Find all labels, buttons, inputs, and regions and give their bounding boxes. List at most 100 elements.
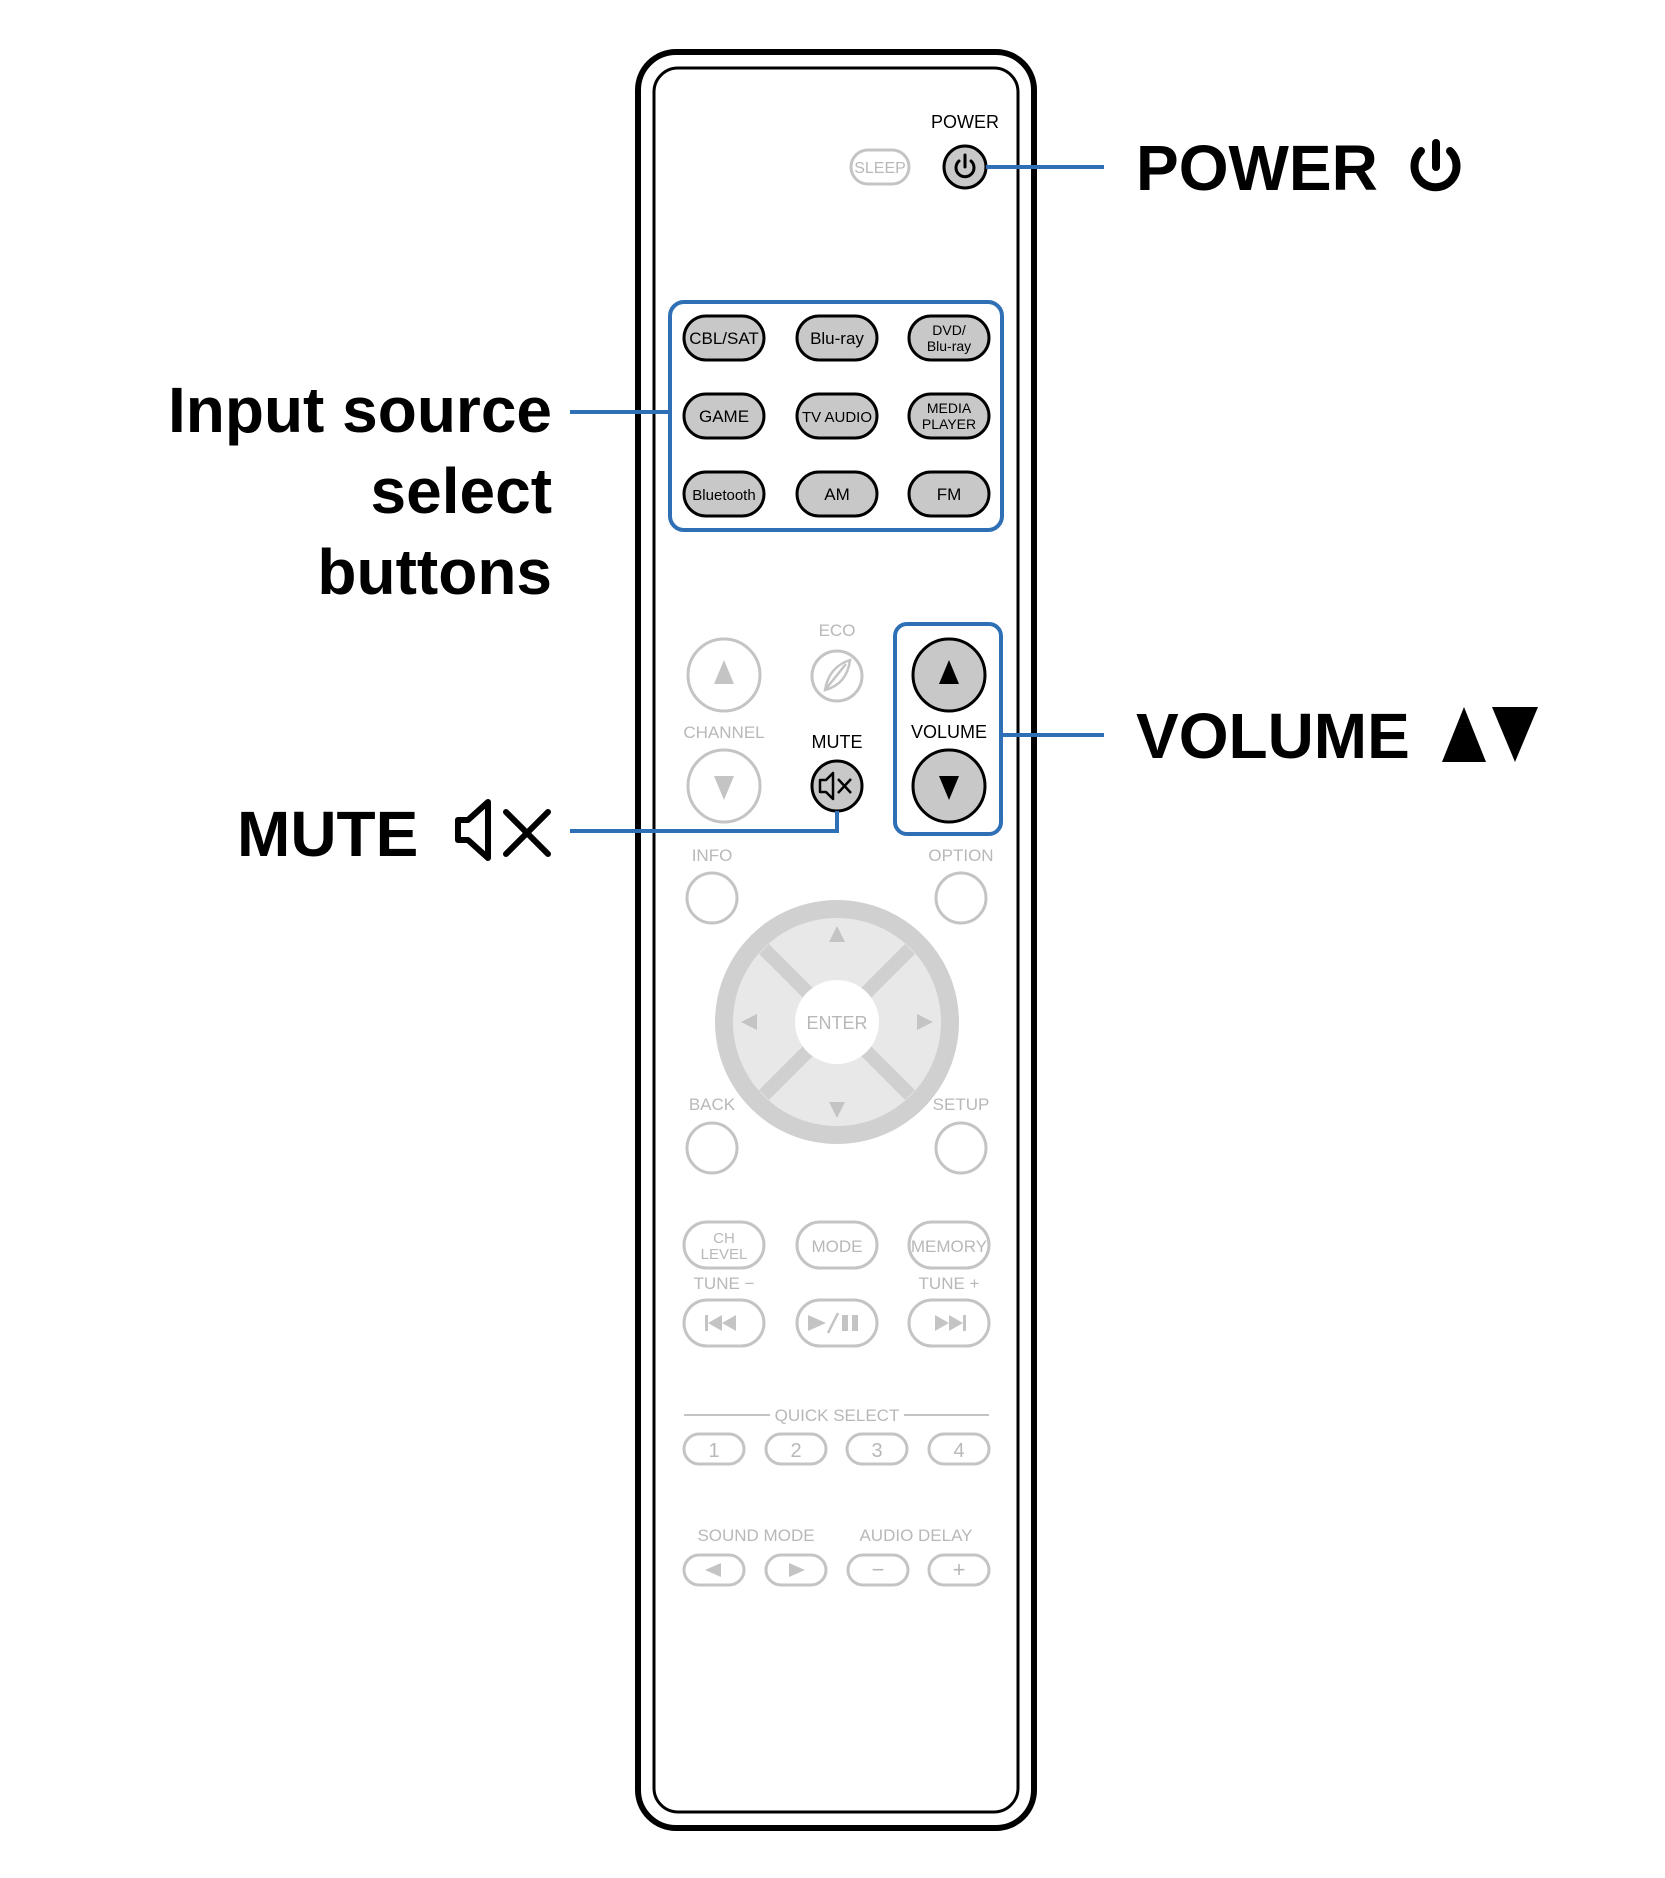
power-label: POWER bbox=[931, 112, 999, 132]
skip-back-button[interactable] bbox=[682, 1298, 766, 1348]
memory-button[interactable]: MEMORY bbox=[907, 1220, 991, 1270]
skip-forward-icon bbox=[935, 1315, 966, 1331]
input-button[interactable]: AM bbox=[795, 470, 879, 518]
quick-select-button[interactable]: 2 bbox=[764, 1432, 828, 1466]
mute-callout: MUTE bbox=[237, 798, 551, 870]
memory-label: MEMORY bbox=[911, 1237, 987, 1256]
input-button-label: AM bbox=[824, 485, 850, 504]
option-button[interactable] bbox=[934, 871, 988, 925]
eco-leaf-icon bbox=[823, 658, 852, 692]
sleep-label: SLEEP bbox=[854, 160, 906, 177]
input-button[interactable]: TV AUDIO bbox=[795, 392, 879, 440]
sound-mode-right-button[interactable] bbox=[764, 1553, 828, 1587]
cursor-right-button[interactable] bbox=[917, 1014, 933, 1030]
volume-callout: VOLUME bbox=[1136, 700, 1538, 772]
play-pause-icon bbox=[808, 1312, 858, 1334]
mute-callout-text: MUTE bbox=[237, 798, 418, 870]
input-button-label: FM bbox=[937, 485, 962, 504]
input-button-label: GAME bbox=[699, 407, 749, 426]
option-label: OPTION bbox=[928, 846, 993, 865]
mute-icon bbox=[818, 771, 852, 801]
ch-level-label-2: LEVEL bbox=[701, 1246, 748, 1263]
back-button[interactable] bbox=[685, 1121, 739, 1175]
ch-level-button[interactable]: CH LEVEL bbox=[682, 1220, 766, 1270]
quick-select-buttons: 1 2 3 4 bbox=[682, 1432, 991, 1466]
input-callout-line1: Input source bbox=[168, 374, 552, 446]
input-button-label: MEDIA bbox=[927, 400, 972, 416]
input-button[interactable]: Bluetooth bbox=[682, 470, 766, 518]
channel-up-icon bbox=[714, 660, 734, 684]
volume-highlight bbox=[893, 622, 1003, 836]
volume-down-button[interactable] bbox=[911, 748, 987, 824]
quick-select-button[interactable]: 3 bbox=[845, 1432, 909, 1466]
cursor-down-button[interactable] bbox=[829, 1102, 845, 1118]
play-pause-button[interactable] bbox=[795, 1298, 879, 1348]
input-button[interactable]: Blu-ray bbox=[795, 314, 879, 362]
setup-button[interactable] bbox=[934, 1121, 988, 1175]
cursor-left-button[interactable] bbox=[741, 1014, 757, 1030]
channel-down-button[interactable] bbox=[686, 748, 762, 824]
input-button-label: TV AUDIO bbox=[802, 409, 872, 426]
channel-label: CHANNEL bbox=[683, 723, 764, 742]
audio-delay-minus-label: − bbox=[872, 1557, 885, 1582]
input-button-label: DVD/ bbox=[932, 322, 966, 338]
cursor-pad: ENTER bbox=[715, 900, 959, 1144]
volume-label: VOLUME bbox=[911, 722, 987, 742]
left-arrow-icon bbox=[705, 1563, 721, 1577]
quick-select-label: 1 bbox=[708, 1440, 719, 1462]
audio-delay-plus-button[interactable]: + bbox=[927, 1553, 991, 1587]
right-arrow-icon bbox=[789, 1563, 805, 1577]
power-icon bbox=[954, 153, 976, 179]
cursor-up-button[interactable] bbox=[829, 926, 845, 942]
skip-back-icon bbox=[705, 1315, 736, 1331]
back-label: BACK bbox=[689, 1095, 736, 1114]
skip-forward-button[interactable] bbox=[907, 1298, 991, 1348]
volume-up-button[interactable] bbox=[911, 637, 987, 713]
channel-down-icon bbox=[714, 776, 734, 800]
eco-label: ECO bbox=[819, 621, 856, 640]
quick-select-label: 4 bbox=[953, 1440, 964, 1462]
audio-delay-minus-button[interactable]: − bbox=[846, 1553, 910, 1587]
input-button-label: PLAYER bbox=[922, 416, 976, 432]
leader-lines bbox=[570, 165, 1104, 833]
setup-label: SETUP bbox=[933, 1095, 990, 1114]
volume-callout-text: VOLUME bbox=[1136, 700, 1410, 772]
enter-label: ENTER bbox=[806, 1013, 867, 1033]
input-button[interactable]: DVD/Blu-ray bbox=[907, 314, 991, 362]
input-callout: Input source select buttons bbox=[168, 374, 552, 608]
eco-button[interactable] bbox=[810, 649, 864, 703]
power-callout-text: POWER bbox=[1136, 132, 1378, 204]
mute-label: MUTE bbox=[812, 732, 863, 752]
mode-button[interactable]: MODE bbox=[795, 1220, 879, 1270]
sleep-button[interactable]: SLEEP bbox=[849, 148, 911, 186]
quick-select-button[interactable]: 1 bbox=[682, 1432, 746, 1466]
volume-down-icon bbox=[1492, 707, 1538, 762]
input-button-label: CBL/SAT bbox=[689, 329, 759, 348]
mute-icon bbox=[455, 799, 551, 861]
input-button-label: Blu-ray bbox=[927, 338, 971, 354]
channel-up-button[interactable] bbox=[686, 637, 762, 713]
info-button[interactable] bbox=[685, 871, 739, 925]
tune-minus-label: TUNE − bbox=[694, 1274, 755, 1293]
input-button[interactable]: FM bbox=[907, 470, 991, 518]
input-button-label: Blu-ray bbox=[810, 329, 864, 348]
volume-down-icon bbox=[939, 776, 959, 800]
power-icon bbox=[1410, 139, 1461, 192]
input-source-highlight bbox=[668, 300, 1004, 532]
ch-level-label-1: CH bbox=[713, 1230, 735, 1247]
input-button-label: Bluetooth bbox=[692, 487, 755, 504]
input-button[interactable]: CBL/SAT bbox=[682, 314, 766, 362]
quick-select-button[interactable]: 4 bbox=[927, 1432, 991, 1466]
audio-delay-label: AUDIO DELAY bbox=[859, 1526, 972, 1545]
mute-leader bbox=[570, 811, 839, 833]
sound-mode-left-button[interactable] bbox=[682, 1553, 746, 1587]
input-button[interactable]: GAME bbox=[682, 392, 766, 440]
mute-button[interactable] bbox=[810, 759, 864, 813]
enter-button[interactable] bbox=[795, 980, 879, 1064]
input-callout-line3: buttons bbox=[317, 536, 552, 608]
power-button[interactable] bbox=[942, 144, 988, 190]
input-callout-line2: select bbox=[371, 455, 552, 527]
quick-select-label: 3 bbox=[871, 1440, 882, 1462]
